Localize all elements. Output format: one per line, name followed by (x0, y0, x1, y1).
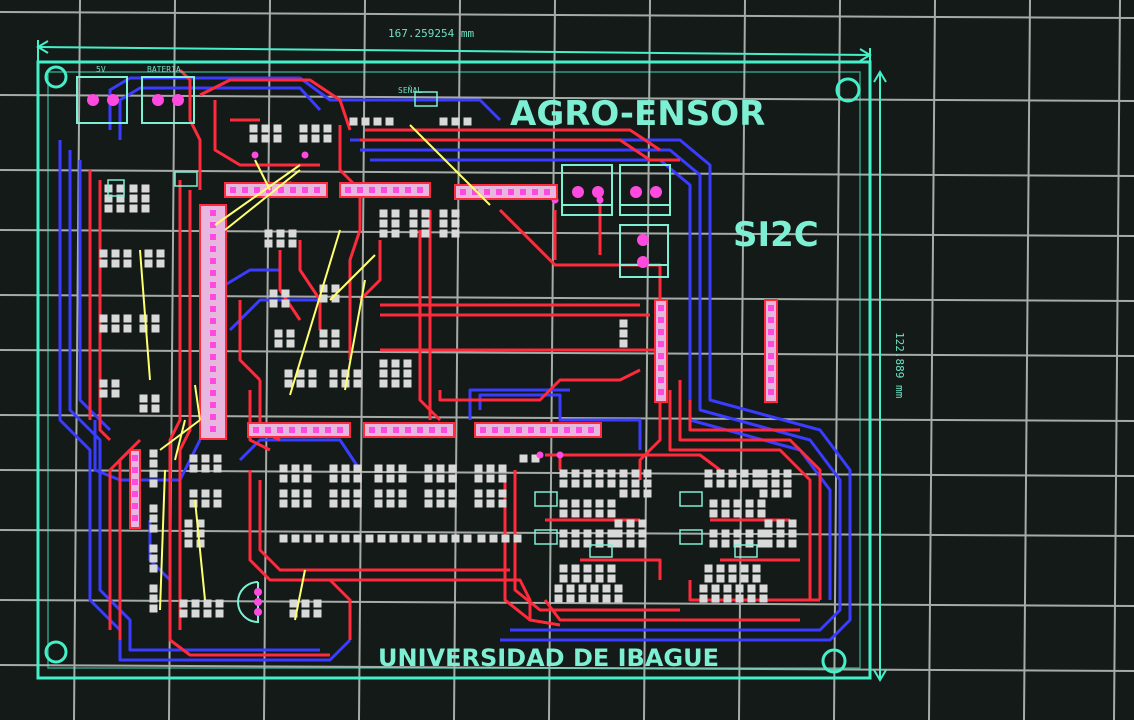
header-strips (107, 91, 778, 558)
terminal-block-pads (572, 186, 662, 268)
height-dimension (873, 70, 887, 682)
mounting-hole-bottom-right (821, 648, 847, 674)
transistor-outline (237, 581, 259, 624)
mounting-hole-top-left (44, 65, 68, 89)
terminal-blocks[interactable] (561, 164, 671, 278)
mounting-holes (44, 65, 861, 674)
connector-senal-label: SEÑAL (398, 85, 422, 95)
board-outline (36, 60, 872, 680)
board-footer: UNIVERSIDAD DE IBAGUE (378, 644, 719, 672)
connector-bateria-label: BATERIA (147, 65, 181, 74)
connector-5v[interactable] (76, 76, 128, 124)
transistor-pads (254, 588, 262, 616)
board-title: AGRO-ENSOR (510, 94, 765, 134)
connector-5v-label: 5V (96, 65, 106, 74)
mounting-hole-top-right (835, 77, 861, 103)
board-subtitle: SI2C (733, 215, 819, 255)
mounting-hole-bottom-left (44, 640, 68, 664)
height-dimension-label: 122.889 mm (893, 332, 906, 399)
ratsnest-lines (139, 124, 491, 621)
width-dimension-label: 167.259254 mm (388, 27, 474, 40)
connector-bateria[interactable] (141, 76, 195, 124)
width-dimension (36, 40, 872, 62)
component-pads (99, 117, 797, 618)
